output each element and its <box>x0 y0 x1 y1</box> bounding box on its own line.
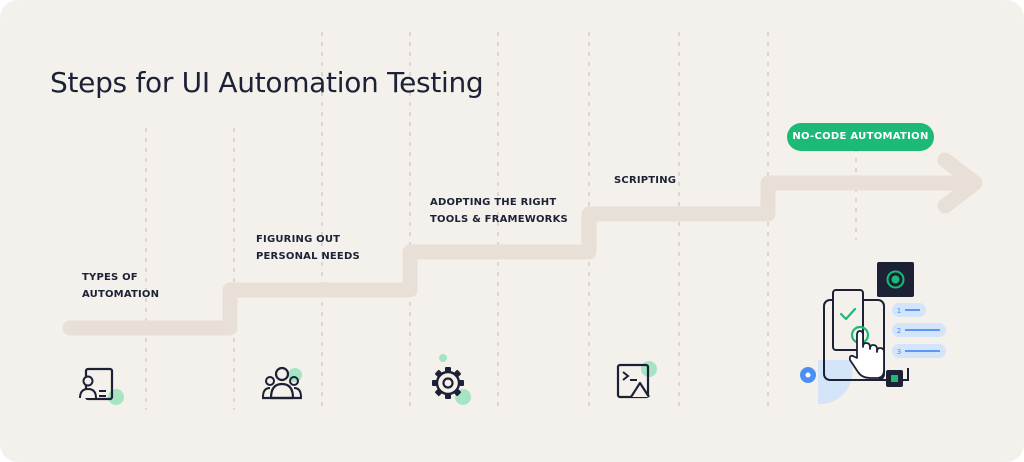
list-number: 3 <box>897 348 901 356</box>
column-guides <box>145 32 857 410</box>
step-label-line: FIGURING OUT <box>256 234 341 245</box>
user-document-icon <box>79 367 124 405</box>
step-label-personal-needs: FIGURING OUT PERSONAL NEEDS <box>256 231 360 265</box>
step-label-line: AUTOMATION <box>82 289 160 300</box>
hand-pointer-icon <box>848 330 885 379</box>
group-icon <box>262 366 302 400</box>
gear-icon <box>432 354 471 405</box>
terminal-icon <box>616 361 657 399</box>
check-icon <box>839 307 857 321</box>
step-label-line: SCRIPTING <box>614 175 677 186</box>
step-label-line: PERSONAL NEEDS <box>256 251 360 262</box>
step-label-scripting: SCRIPTING <box>614 172 676 189</box>
staircase-path <box>62 175 968 336</box>
decor-shape <box>818 360 853 405</box>
list-number: 2 <box>897 327 901 335</box>
step-label-line: ADOPTING THE RIGHT <box>430 197 557 208</box>
step-label-types-of-automation: TYPES OF AUTOMATION <box>82 269 159 303</box>
step-label-line: TOOLS & FRAMEWORKS <box>430 214 568 225</box>
numbered-list: 1 2 3 <box>892 303 946 358</box>
page-title: Steps for UI Automation Testing <box>50 66 484 99</box>
step-label-tools-frameworks: ADOPTING THE RIGHT TOOLS & FRAMEWORKS <box>430 194 568 228</box>
list-number: 1 <box>897 307 901 315</box>
no-code-automation-badge: NO-CODE AUTOMATION <box>787 123 934 151</box>
arrow-head-icon <box>937 152 983 214</box>
touch-phone-icon <box>800 262 914 405</box>
step-label-line: TYPES OF <box>82 272 138 283</box>
